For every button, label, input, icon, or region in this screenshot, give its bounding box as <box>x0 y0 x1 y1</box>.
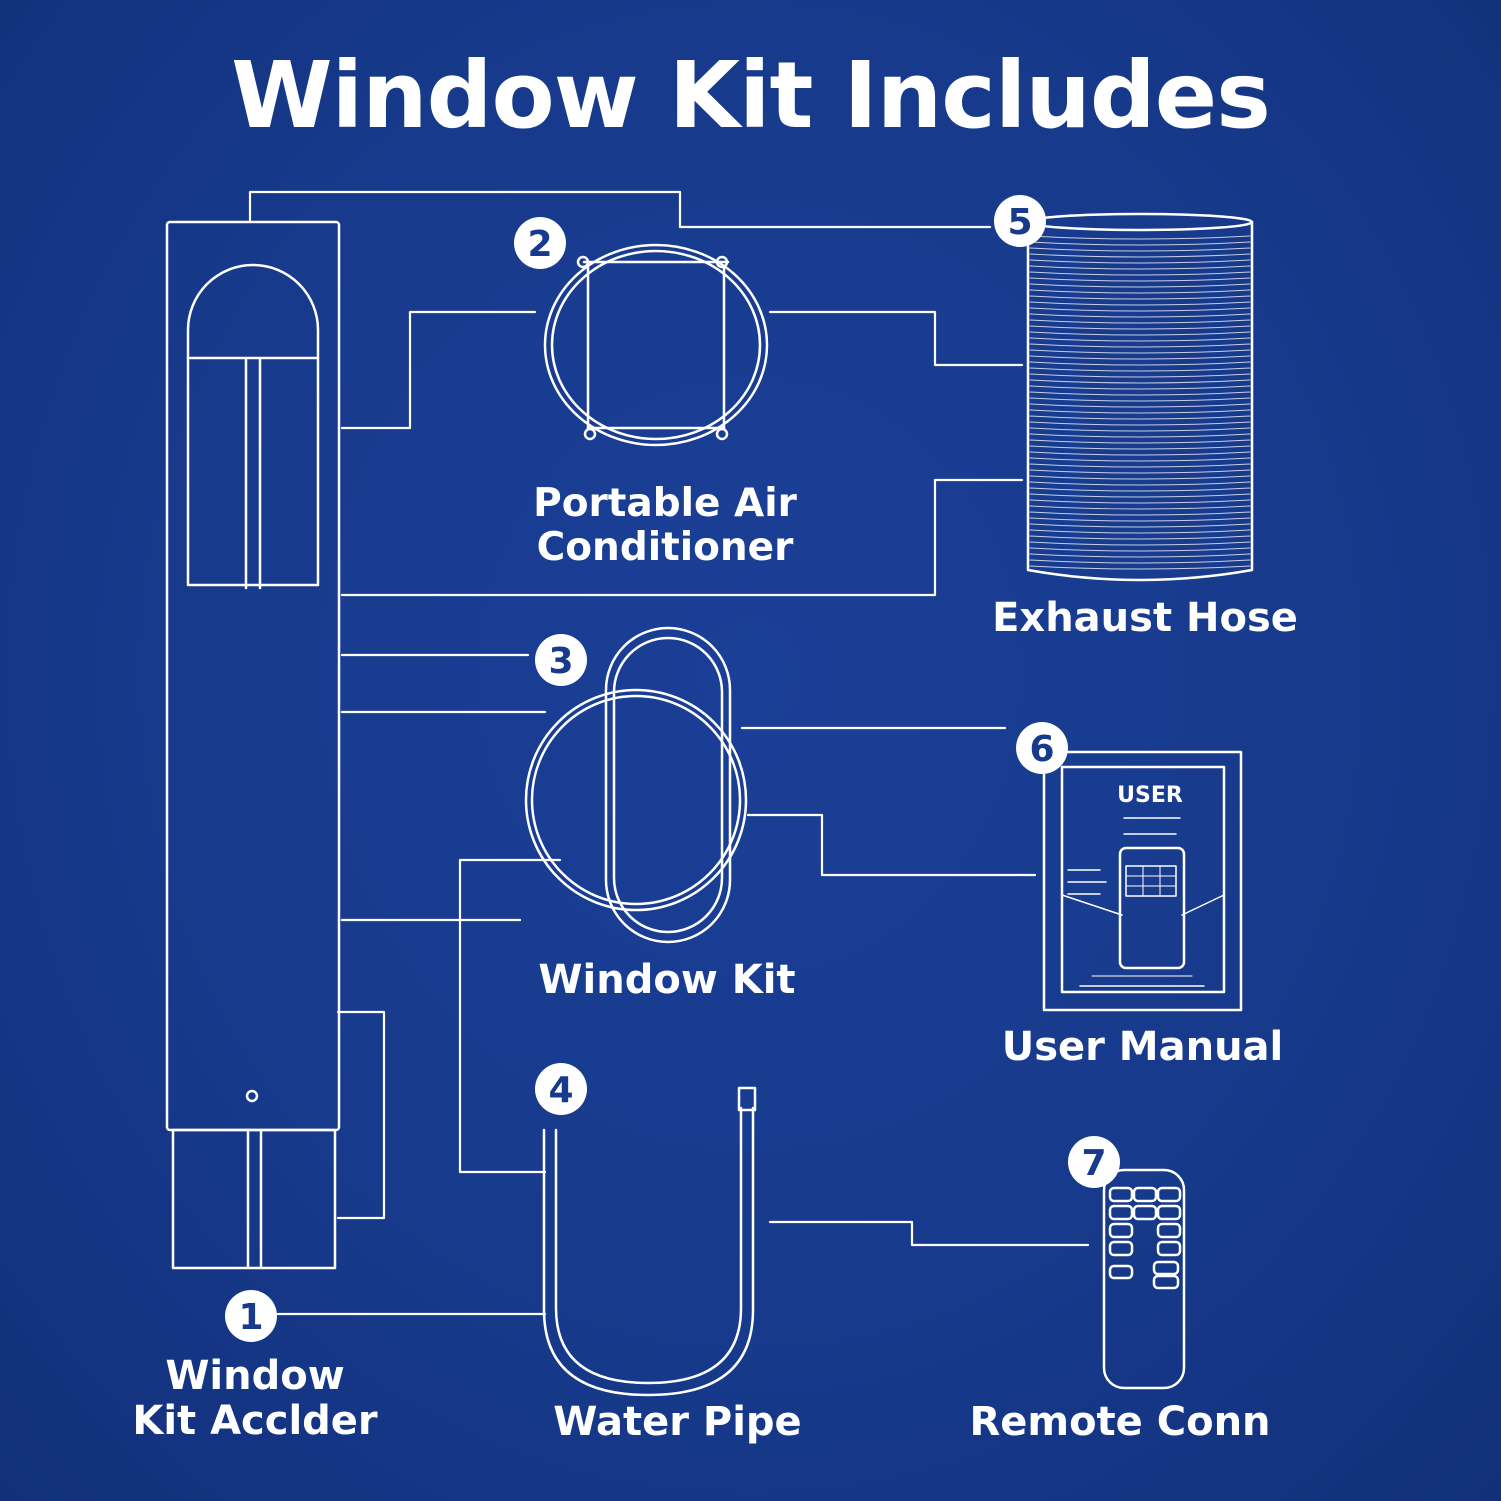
user-manual-icon: USER <box>1042 750 1243 1012</box>
hose-rib <box>1029 277 1251 282</box>
hose-rib <box>1029 397 1251 402</box>
exhaust-hose-icon <box>1026 212 1254 582</box>
hose-rib <box>1029 265 1251 270</box>
label-line-1: Portable Air <box>533 481 797 526</box>
hose-rib <box>1029 451 1251 456</box>
label-line-2: Kit Acclder <box>132 1397 378 1444</box>
hose-rib <box>1029 523 1251 528</box>
badge-2: 2 <box>514 217 566 269</box>
hose-rib <box>1029 493 1251 498</box>
badge-6: 6 <box>1016 722 1068 774</box>
hose-rib <box>1029 481 1251 486</box>
hose-rib <box>1029 319 1251 324</box>
hose-rib <box>1029 271 1251 276</box>
hose-rib <box>1029 511 1251 516</box>
svg-text:2: 2 <box>527 224 552 265</box>
hose-rib <box>1029 331 1251 336</box>
hose-rib <box>1029 565 1251 570</box>
svg-text:4: 4 <box>548 1070 573 1111</box>
hose-rib <box>1029 349 1251 354</box>
hose-rib <box>1029 289 1251 294</box>
label-line-1: Window <box>165 1353 345 1399</box>
window-slider-panel-icon <box>165 220 341 1270</box>
hose-rib <box>1029 559 1251 564</box>
hose-rib <box>1029 439 1251 444</box>
hose-rib <box>1029 337 1251 342</box>
label-exhaust-hose: Exhaust Hose <box>992 595 1298 641</box>
label-remote-control: Remote Conn <box>969 1399 1271 1445</box>
hose-rib <box>1029 517 1251 522</box>
label-water-pipe: Water Pipe <box>553 1399 802 1445</box>
hose-rib <box>1029 367 1251 372</box>
hose-rib <box>1029 295 1251 300</box>
hose-rib <box>1029 241 1251 246</box>
hose-rib <box>1029 361 1251 366</box>
svg-text:1: 1 <box>238 1297 263 1338</box>
hose-rib <box>1029 385 1251 390</box>
hose-rib <box>1029 391 1251 396</box>
hose-rib <box>1029 421 1251 426</box>
hose-rib <box>1029 325 1251 330</box>
page-title: Window Kit Includes <box>231 42 1271 149</box>
label-line-2: Conditioner <box>536 524 794 570</box>
hose-rib <box>1029 547 1251 552</box>
hose-rib <box>1029 415 1251 420</box>
hose-rib <box>1029 343 1251 348</box>
svg-text:3: 3 <box>548 641 573 682</box>
svg-text:7: 7 <box>1081 1143 1106 1184</box>
hose-rib <box>1029 487 1251 492</box>
window-kit-ring-icon <box>524 626 748 944</box>
hose-rib <box>1029 427 1251 432</box>
badge-3: 3 <box>535 634 587 686</box>
hose-rib <box>1029 553 1251 558</box>
badge-4: 4 <box>535 1063 587 1115</box>
hose-rib <box>1029 301 1251 306</box>
hose-rib <box>1029 445 1251 450</box>
hose-rib <box>1029 307 1251 312</box>
hose-rib <box>1029 475 1251 480</box>
label-portable-air-conditioner: Portable Air Conditioner <box>480 482 850 569</box>
hose-rib <box>1029 253 1251 258</box>
hose-rib <box>1029 409 1251 414</box>
hose-rib <box>1029 247 1251 252</box>
connector-lines <box>248 190 1090 1316</box>
hose-rib <box>1029 499 1251 504</box>
badge-5: 5 <box>994 195 1046 247</box>
label-window-kit: Window Kit <box>538 957 796 1003</box>
number-badges: 1 2 3 4 5 6 7 <box>225 195 1120 1342</box>
round-flange-icon <box>543 243 769 447</box>
hose-rib <box>1029 403 1251 408</box>
water-pipe-icon <box>542 1086 757 1397</box>
badge-1: 1 <box>225 1290 277 1342</box>
hose-rib <box>1029 529 1251 534</box>
hose-rib <box>1029 535 1251 540</box>
hose-rib <box>1029 235 1251 240</box>
hose-rib <box>1029 283 1251 288</box>
hose-rib <box>1029 259 1251 264</box>
hose-rib <box>1029 457 1251 462</box>
label-window-kit-slider: Window Kit Acclder <box>100 1354 410 1444</box>
hose-rib <box>1029 313 1251 318</box>
label-user-manual: User Manual <box>1001 1024 1284 1070</box>
remote-control-icon <box>1102 1168 1186 1390</box>
hose-rib <box>1029 379 1251 384</box>
hose-rib <box>1029 355 1251 360</box>
hose-rib <box>1029 541 1251 546</box>
hose-rib <box>1029 463 1251 468</box>
hose-rib <box>1029 469 1251 474</box>
manual-cover-text: USER <box>1117 783 1183 808</box>
hose-rib <box>1029 433 1251 438</box>
hose-rib <box>1029 505 1251 510</box>
svg-text:5: 5 <box>1007 202 1032 243</box>
badge-7: 7 <box>1068 1136 1120 1188</box>
svg-text:6: 6 <box>1029 729 1054 770</box>
hose-rib <box>1029 373 1251 378</box>
